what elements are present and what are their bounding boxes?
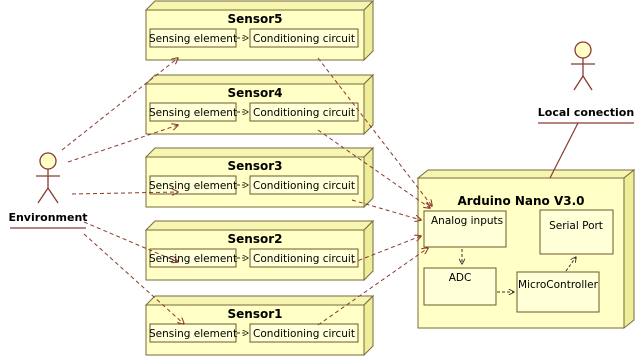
microcontroller-label: MicroController (518, 279, 599, 291)
conditioning-arrows (317, 57, 432, 326)
serial-port-label: Serial Port (549, 220, 603, 232)
sensor1-conditioning-circuit-box (249, 323, 359, 343)
sensor5-sensing-element-box (149, 28, 237, 48)
adc-label: ADC (449, 272, 472, 284)
analog-inputs-box (423, 210, 507, 248)
adc-box (423, 267, 497, 306)
sensor5-sensing-element-label: Sensing element (149, 33, 237, 45)
sensor4-conditioning-circuit-label: Conditioning circuit (253, 107, 355, 119)
microcontroller-box (516, 271, 600, 313)
mcu-to-serial-arrow (565, 257, 576, 272)
sensor4-conditioning-circuit-box (249, 102, 359, 122)
arduino-title: Arduino Nano V3.0 (457, 194, 584, 208)
sensor3-conditioning-circuit-box (249, 175, 359, 195)
sensor4-sensing-element-box (149, 102, 237, 122)
analog-inputs-label: Analog inputs (431, 215, 503, 227)
env-to-sensor2-arrow (83, 221, 178, 262)
sensor1-title: Sensor1 (228, 307, 283, 321)
environment-arrows (61, 58, 184, 324)
sensor3-sensing-element-box (149, 175, 237, 195)
sensor3-to-analog-arrow (351, 199, 421, 220)
environment-label: Environment (8, 211, 87, 224)
sensor1-sensing-element-box (149, 323, 237, 343)
sensor3-title: Sensor3 (228, 159, 283, 173)
local-connection-head-icon (574, 41, 592, 59)
env-to-sensor1-arrow (83, 233, 184, 324)
sensor1-sensing-element-label: Sensing element (149, 328, 237, 340)
serial-port-box (539, 209, 614, 255)
sensor5-conditioning-circuit-label: Conditioning circuit (253, 33, 355, 45)
sensor2-conditioning-circuit-label: Conditioning circuit (253, 253, 355, 265)
sensor3-conditioning-circuit-label: Conditioning circuit (253, 180, 355, 192)
env-to-sensor5-arrow (61, 58, 178, 151)
sensor5-title: Sensor5 (228, 12, 283, 26)
sensor1-conditioning-circuit-label: Conditioning circuit (253, 328, 355, 340)
env-to-sensor4-arrow (67, 125, 178, 163)
environment-head-icon (39, 152, 57, 170)
sensor4-to-analog-arrow (317, 129, 430, 208)
sensor3-sensing-element-label: Sensing element (149, 180, 237, 192)
sensor2-conditioning-circuit-box (249, 248, 359, 268)
sensor1-to-analog-arrow (317, 248, 428, 326)
local-connection-actor: Local conection (538, 41, 634, 179)
sensor2-title: Sensor2 (228, 232, 283, 246)
env-to-sensor3-arrow (71, 192, 178, 194)
sensor5-to-analog-arrow (317, 57, 432, 206)
environment-actor: Environment (8, 152, 88, 229)
sensor4-title: Sensor4 (228, 86, 283, 100)
sensor5-conditioning-circuit-box (249, 28, 359, 48)
sensor2-to-analog-arrow (351, 236, 421, 264)
arduino-node: Arduino Nano V3.0 Analog inputs ADC Seri… (416, 168, 635, 330)
local-to-arduino-line (549, 122, 579, 179)
sensor4-sensing-element-label: Sensing element (149, 107, 237, 119)
local-connection-label: Local conection (538, 106, 634, 119)
